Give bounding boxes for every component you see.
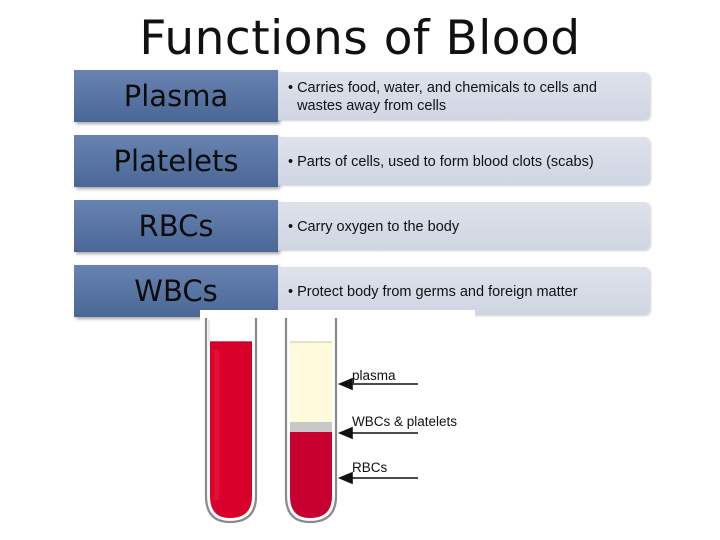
label-rbcs: RBCs xyxy=(352,460,388,475)
row-plasma: Plasma • Carries food, water, and chemic… xyxy=(74,70,650,122)
label-wbcs-platelets: WBCs & platelets xyxy=(352,414,457,429)
desc-plasma-line1: Carries food, water, and chemicals to ce… xyxy=(297,80,597,96)
bullet: • xyxy=(288,80,294,96)
desc-platelets-text: Parts of cells, used to form blood clots… xyxy=(297,154,594,170)
buffy-coat-layer xyxy=(290,422,332,432)
rbc-arrow-head xyxy=(337,471,353,485)
bullet: • xyxy=(288,154,294,170)
desc-platelets: • Parts of cells, used to form blood clo… xyxy=(278,137,650,185)
desc-rbcs-text: Carry oxygen to the body xyxy=(297,219,460,235)
row-wbcs: WBCs • Protect body from germs and forei… xyxy=(74,265,650,317)
bullet: • xyxy=(288,284,294,300)
row-platelets: Platelets • Parts of cells, used to form… xyxy=(74,135,650,187)
separated-blood-tube xyxy=(284,318,338,524)
wbc-arrow-head xyxy=(337,426,353,440)
term-plasma: Plasma xyxy=(74,70,278,122)
desc-rbcs: • Carry oxygen to the body xyxy=(278,202,650,250)
desc-wbcs: • Protect body from germs and foreign ma… xyxy=(278,267,650,315)
whole-blood-fill xyxy=(210,342,252,518)
desc-plasma: • Carries food, water, and chemicals to … xyxy=(278,72,650,120)
rbc-layer xyxy=(290,432,332,518)
row-rbcs: RBCs • Carry oxygen to the body xyxy=(74,200,650,252)
term-platelets: Platelets xyxy=(74,135,278,187)
whole-blood-tube xyxy=(204,318,258,524)
desc-wbcs-text: Protect body from germs and foreign matt… xyxy=(297,284,578,300)
label-plasma: plasma xyxy=(352,368,396,383)
plasma-layer xyxy=(290,342,332,422)
term-wbcs: WBCs xyxy=(74,265,278,317)
desc-plasma-line2: wastes away from cells xyxy=(297,98,447,114)
plasma-arrow-head xyxy=(337,377,353,391)
bullet: • xyxy=(288,219,294,235)
page-title: Functions of Blood xyxy=(139,11,581,66)
term-rbcs: RBCs xyxy=(74,200,278,252)
test-tube-diagram: plasma WBCs & platelets RBCs xyxy=(200,310,475,532)
